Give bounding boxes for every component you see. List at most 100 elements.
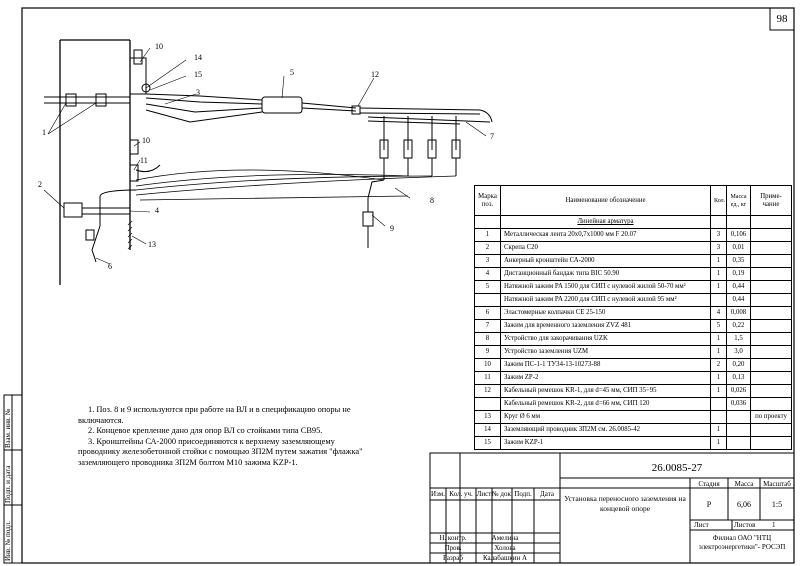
sig-name-2: Холова (494, 544, 516, 552)
cell-mark: 7 (474, 319, 501, 333)
cell-mark: 9 (474, 345, 501, 359)
cell-name: Металлическая лента 20х0,7х1000 мм F 20.… (500, 228, 711, 242)
cell-qty: 1 (710, 371, 727, 385)
stage-label: Стадия (698, 480, 720, 488)
cell-note (750, 306, 792, 320)
sheet-number-box (769, 7, 795, 31)
cell-qty (710, 410, 727, 424)
organization: Филиал ОАО "НТЦ электроэнергетики"- РОСЭ… (698, 534, 786, 551)
cell-mark: 8 (474, 332, 501, 346)
cell-mass (726, 436, 751, 450)
mid-fittings (129, 139, 161, 182)
cell-qty: 1 (710, 436, 727, 450)
cell-note (750, 241, 792, 255)
tb-col-doc: № док. (492, 490, 513, 498)
cell-name: Зажим KZP-1 (500, 436, 711, 450)
cell-mass: 1,5 (726, 332, 751, 346)
side-stamp (3, 394, 23, 564)
cell-mass (726, 423, 751, 437)
cell-note (750, 436, 792, 450)
tb-col-date: Дата (540, 490, 554, 498)
cell-mark: 12 (474, 384, 501, 398)
col-note: Приме- чание (750, 185, 792, 216)
title-block-grid (429, 452, 795, 564)
specification-table: Марка поз. Наименование обозначение Кол.… (474, 185, 792, 450)
note-3: 3. Кронштейны СА-2000 присоединяются к в… (78, 436, 363, 467)
cell-name: Анкерный кронштейн СА-2000 (500, 254, 711, 268)
cell-note (750, 397, 792, 411)
cell-qty: 1 (710, 423, 727, 437)
callout-9: 9 (390, 224, 394, 233)
cell-qty: 2 (710, 358, 727, 372)
cell-mass: 0,13 (726, 371, 751, 385)
tb-col-list: Лист (476, 490, 492, 498)
note-2: 2. Концевое крепление дано для опор ВЛ с… (88, 426, 323, 436)
stage-value: Р (706, 500, 712, 509)
cell-note (750, 332, 792, 346)
note-1: 1. Поз. 8 и 9 используются при работе на… (78, 405, 351, 425)
callout-3: 3 (196, 88, 200, 97)
cell-mark: 14 (474, 423, 501, 437)
sig-name-1: Амелина (491, 534, 519, 542)
sheet-frame (21, 7, 795, 564)
sheet-number: 98 (776, 13, 788, 25)
tb-col-kol: Кол. уч. (449, 490, 473, 498)
cell-mark: 11 (474, 371, 501, 385)
callout-5: 5 (290, 68, 294, 77)
tb-col-izm: Изм. (431, 490, 445, 498)
section-title: Линейная арматура (500, 215, 711, 229)
cell-mark (474, 293, 501, 307)
scale-label: Масштаб (763, 480, 791, 488)
cell-qty (710, 293, 727, 307)
leader-lines (43, 47, 487, 265)
cell-mass: 0,44 (726, 293, 751, 307)
cell-note (750, 293, 792, 307)
cell-mark: 13 (474, 410, 501, 424)
drawing-title: Установка переносного заземления на конц… (564, 494, 686, 513)
cell-mass: 0,22 (726, 319, 751, 333)
cell-note (750, 267, 792, 281)
cell-qty: 1 (710, 332, 727, 346)
callout-14: 14 (194, 53, 202, 62)
col-qty: Кол. (710, 185, 727, 216)
sheet-label: Лист (694, 521, 709, 529)
sig-name-3: Калабашкин А (482, 554, 528, 562)
cell-mark: 6 (474, 306, 501, 320)
grounding-device (362, 198, 374, 248)
grounding-clamps (367, 116, 461, 199)
callout-10: 10 (155, 42, 163, 51)
col-mark: Марка поз. (474, 185, 501, 216)
cell-note (750, 228, 792, 242)
cell-name: Устройство заземления UZM (500, 345, 711, 359)
cell-name: Дистанционный бандаж типа BIC 50.90 (500, 267, 711, 281)
table-row: Натяжной зажим PA 2200 для СИП с нулевой… (474, 293, 792, 307)
cell-name: Зажим ПС-1-1 ТУ34-13-10273-88 (500, 358, 711, 372)
cell-name: Зажим для временного заземления ZVZ 481 (500, 319, 711, 333)
cell-name: Круг Ø 6 мм (500, 410, 711, 424)
side-stamp-3: Инв. № подл. (4, 521, 12, 561)
pole-hatch (127, 220, 133, 250)
cell-note (750, 345, 792, 359)
cell-note (750, 384, 792, 398)
callout-1: 1 (42, 128, 46, 137)
side-stamp-1: Взам. инв. № (4, 408, 12, 448)
sheets-value: 1 (772, 521, 776, 529)
cell-name: Кабельный ремешок KR-1, для d=45 мм, СИП… (500, 384, 711, 398)
cell-mark: 4 (474, 267, 501, 281)
col-mass: Масса ед., кг (726, 185, 751, 216)
cable-bundle (351, 105, 493, 125)
tb-col-podp: Подп. (514, 490, 532, 498)
callout-7: 7 (490, 132, 494, 141)
